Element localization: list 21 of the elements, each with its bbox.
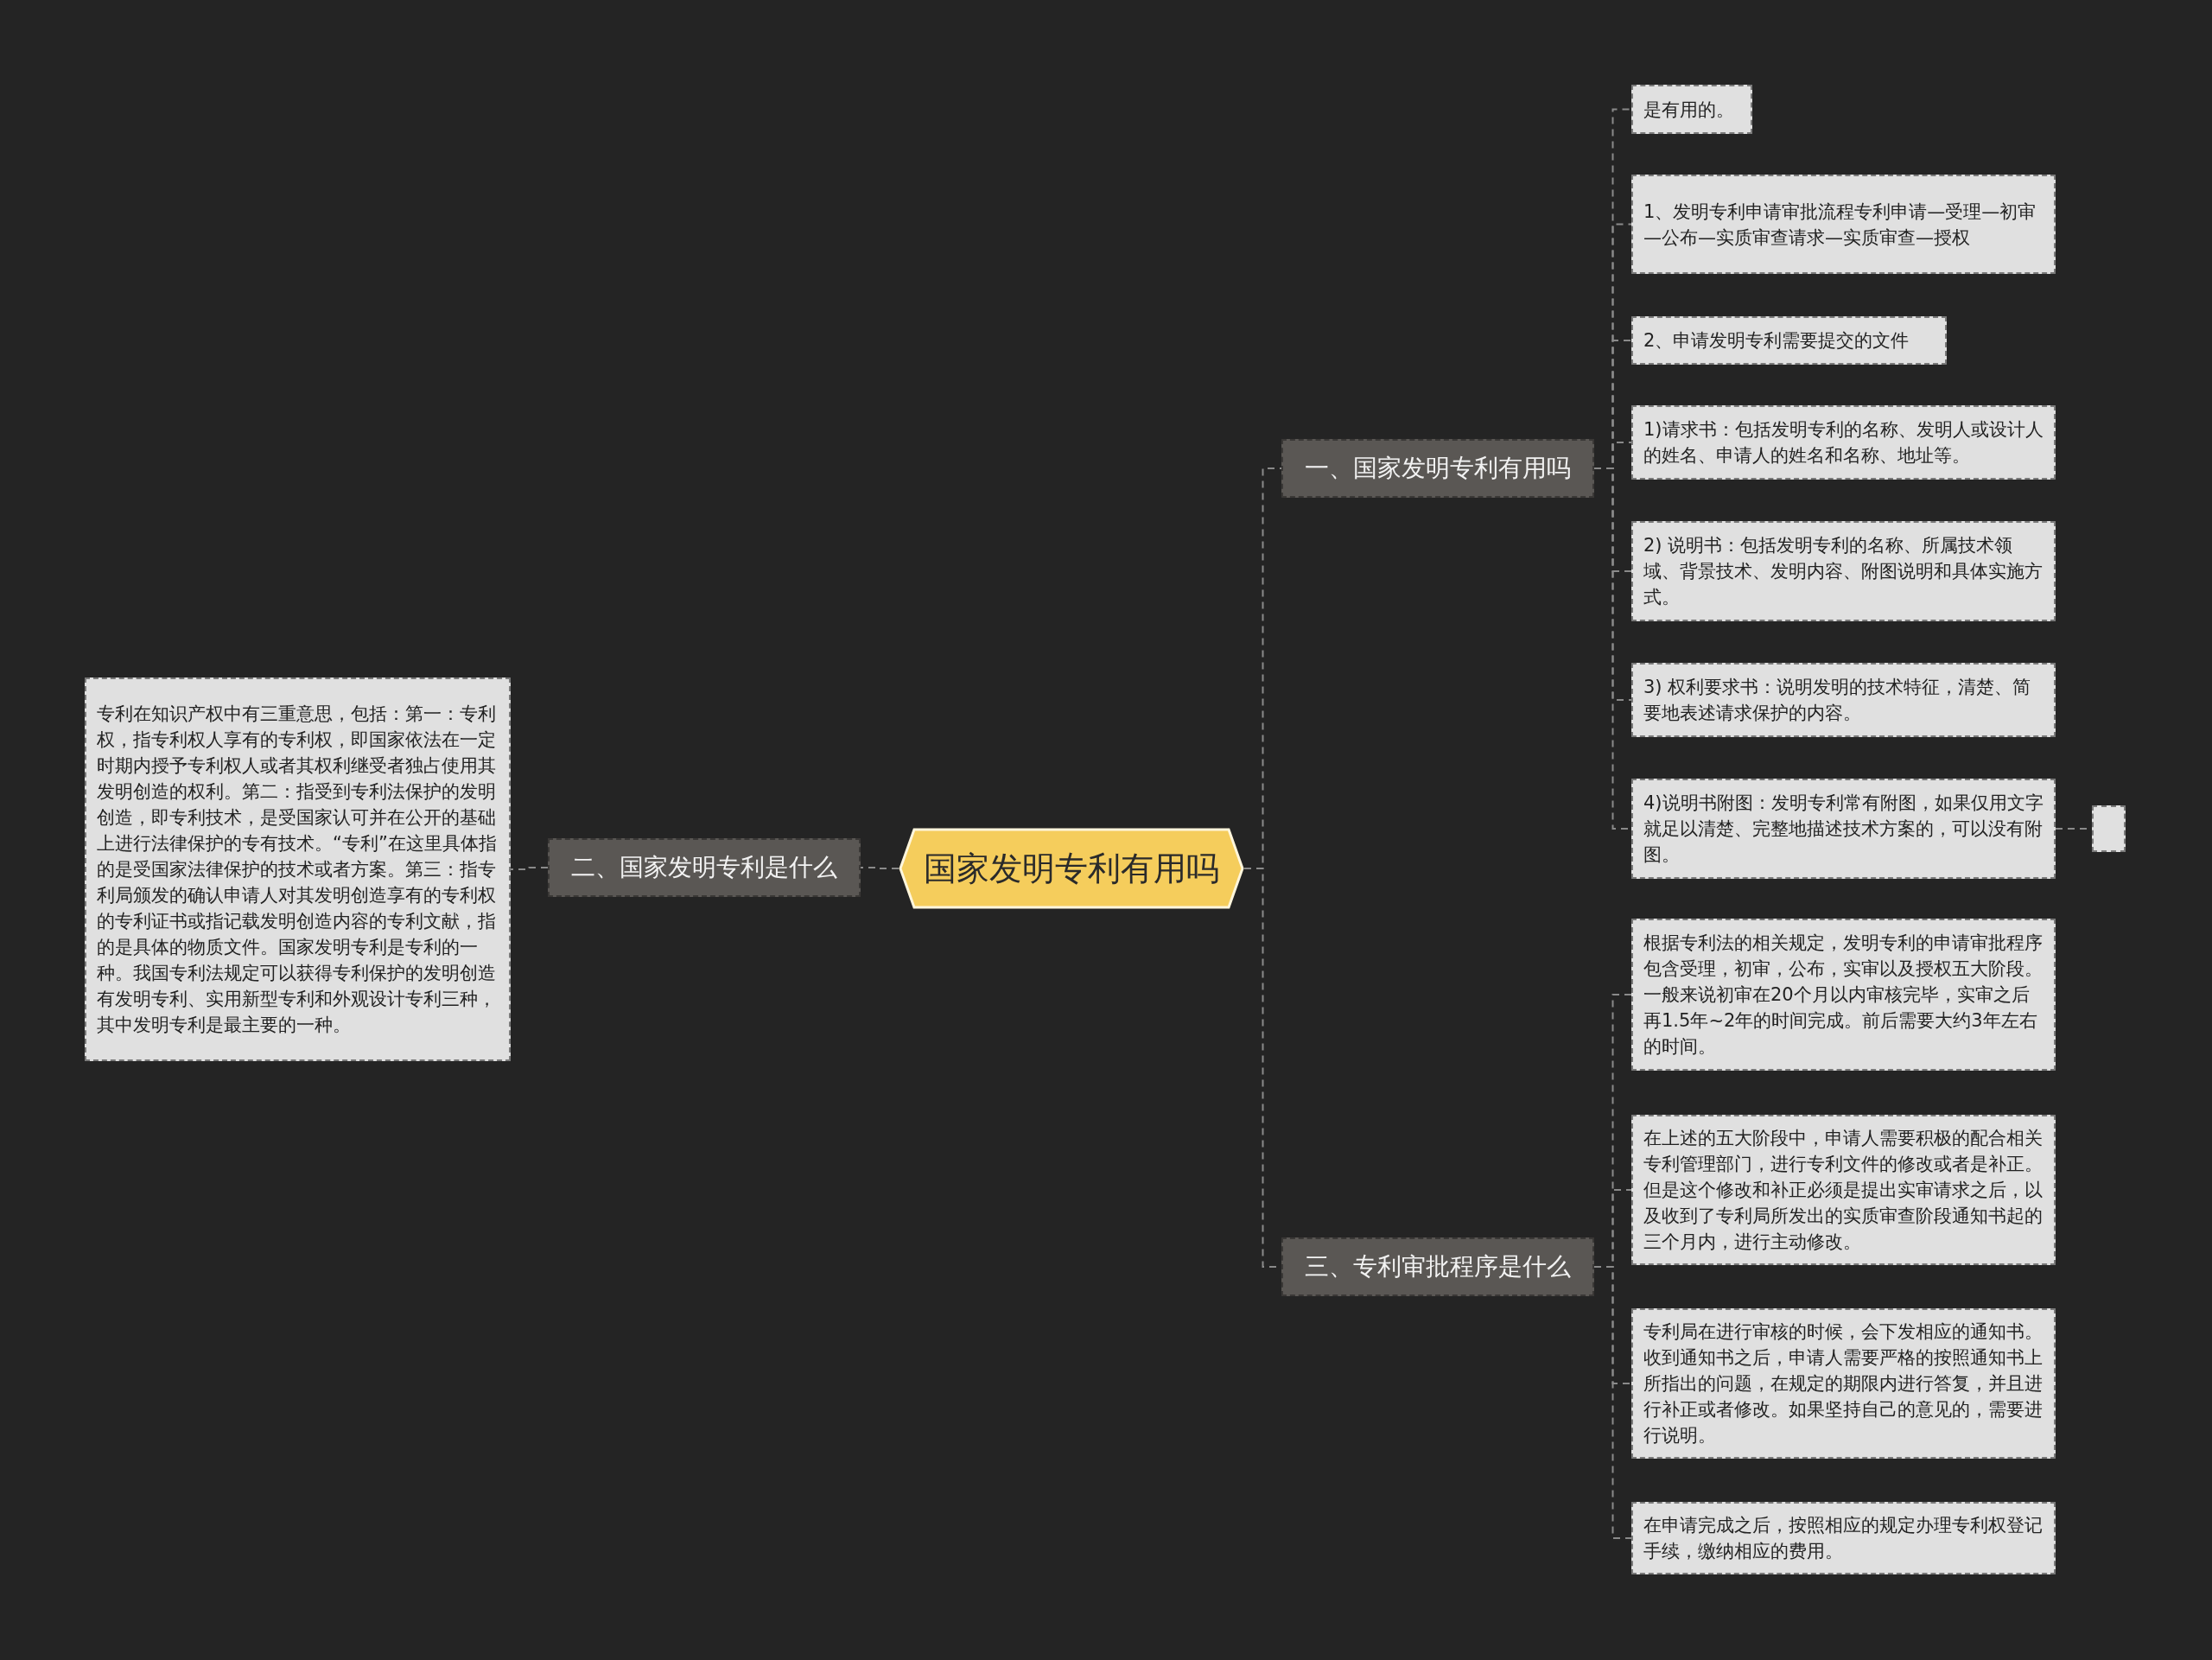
text-note: 3) 权利要求书：说明发明的技术特征，清楚、简要地表述请求保护的内容。 <box>1631 663 2056 737</box>
text-note: 2、申请发明专利需要提交的文件 <box>1631 316 1947 365</box>
text-note: 在申请完成之后，按照相应的规定办理专利权登记手续，缴纳相应的费用。 <box>1631 1502 2056 1574</box>
text-note: 专利局在进行审核的时候，会下发相应的通知书。收到通知书之后，申请人需要严格的按照通知书上所指出的问题，在规定的期限内进行答复，并且进行补正或者修改。如果坚持自己的意见的，需要进行说明。 <box>1631 1308 2056 1459</box>
central-topic-hexagon <box>899 828 1244 909</box>
branch-topic: 三、专利审批程序是什么 <box>1281 1237 1594 1296</box>
text-note: 4)说明书附图：发明专利常有附图，如果仅用文字就足以清楚、完整地描述技术方案的，可以没有附图。 <box>1631 779 2056 879</box>
text-note: 是有用的。 <box>1631 85 1752 134</box>
connector-line <box>1593 1266 1632 1539</box>
text-note: 在上述的五大阶段中，申请人需要积极的配合相关专利管理部门，进行专利文件的修改或者是补正。但是这个修改和补正必须是提出实审请求之后，以及收到了专利局所发出的实质审查阶段通知书起的三个月内，进行主动修改。 <box>1631 1115 2056 1265</box>
text-note: 1、发明专利申请审批流程专利申请—受理—初审—公布—实质审查请求—实质审查—授权 <box>1631 175 2056 274</box>
text-note: 1)请求书：包括发明专利的名称、发明人或设计人的姓名、申请人的姓名和名称、地址等。 <box>1631 405 2056 480</box>
topic-title: 国家发明专利有用吗 <box>924 848 1219 889</box>
text-note: 2) 说明书：包括发明专利的名称、所属技术领域、背景技术、发明内容、附图说明和具体实施方式。 <box>1631 521 2056 621</box>
branch-topic: 二、国家发明专利是什么 <box>548 838 861 897</box>
connector-line <box>860 867 899 869</box>
branch-topic: 一、国家发明专利有用吗 <box>1281 439 1594 498</box>
empty-box <box>2092 805 2126 852</box>
connector-line <box>510 867 549 870</box>
text-note: 根据专利法的相关规定，发明专利的申请审批程序包含受理，初审，公布，实审以及授权五大阶段。一般来说初审在20个月以内审核完毕，实审之后再1.5年~2年的时间完成。前后需要大约3年左右的时间。 <box>1631 919 2056 1071</box>
text-note: 专利在知识产权中有三重意思，包括：第一：专利权，指专利权人享有的专利权，即国家依法在一定时期内授予专利权人或者其权利继受者独占使用其发明创造的权利。第二：指受到专利法保护的发明创造，即专利技术，是受国家认可并在公开的基础上进行法律保护的专有技术。“专利”在这里具体指的是受国家法律保护的技术或者方案。第三：指专利局颁发的确认申请人对其发明创造享有的专利权的专利证书或指记载发明创造内容的专利文献，指的是具体的物质文件。国家发明专利是专利的一种。我国专利法规定可以获得专利保护的发明创造有发明专利、实用新型专利和外观设计专利三种，其中发明专利是最主要的一种。 <box>85 677 511 1061</box>
